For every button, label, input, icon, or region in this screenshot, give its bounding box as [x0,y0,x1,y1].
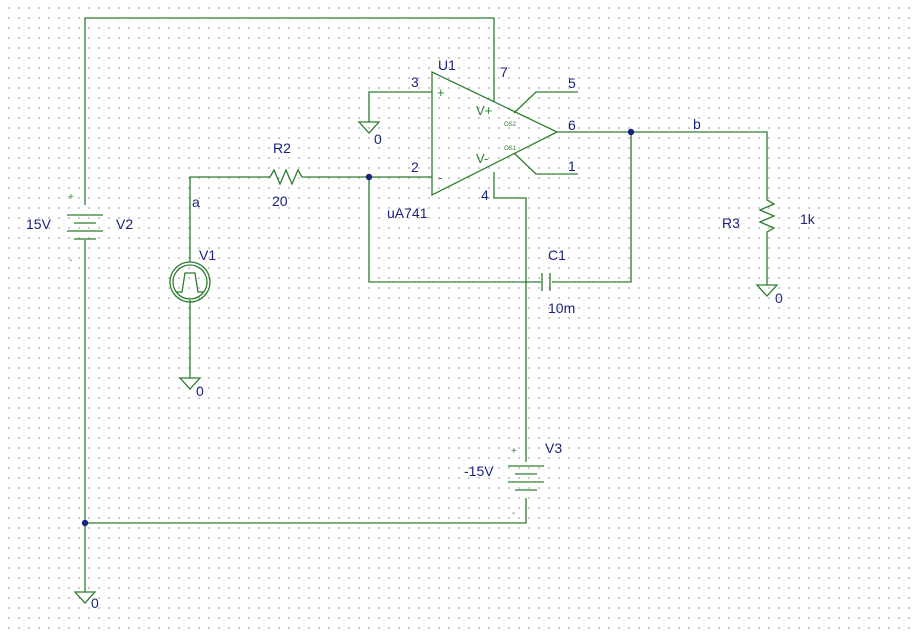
opamp-os2-label: OS2 [504,122,517,128]
opamp-vplus-label: V+ [476,103,492,118]
resistor-r3-body[interactable] [758,195,776,238]
resistor-r2-ref: R2 [273,140,291,156]
opamp-ref: U1 [438,57,456,73]
ground-icon[interactable] [73,591,97,604]
battery-v3-minus: - [512,508,515,519]
battery-v2[interactable]: + - 15V V2 [26,192,133,266]
ground-label: 0 [196,383,204,399]
resistor-r3-value: 1k [800,211,816,227]
ground-main[interactable]: 0 [73,591,99,611]
junction-output-node[interactable] [627,128,635,136]
pin-number-2: 2 [411,159,419,175]
pin-number-5: 5 [568,75,576,91]
ground-v1[interactable]: 0 [178,377,204,399]
junctions [81,128,635,527]
battery-v3-ref: V3 [545,440,562,456]
ground-icon[interactable] [178,377,202,390]
ground-opamp-plus[interactable]: 0 [357,121,382,147]
battery-v3-plus: + [511,446,517,457]
opamp-in-minus-sign: - [438,170,442,185]
ground-label: 0 [91,595,99,611]
opamp-model: uA741 [387,205,428,221]
pin-number-6: 6 [568,117,576,133]
wire-noninv-ground[interactable] [368,91,432,122]
pin-number-4: 4 [481,187,489,203]
resistor-r3-ref: R3 [722,215,740,231]
battery-v2-value: 15V [26,216,52,232]
net-label-a: a [192,194,200,210]
battery-v3-value: -15V [464,463,494,479]
battery-v2-plus: + [68,192,74,203]
wire-v2-top-rail[interactable] [84,17,495,205]
ground-label: 0 [374,131,382,147]
wire-pin1[interactable] [513,152,578,175]
ground-label: 0 [775,290,783,306]
resistor-r2-value: 20 [272,193,288,209]
opamp-os1-label: OS1 [504,146,517,152]
junction-ground-node[interactable] [81,519,89,527]
opamp-u1[interactable]: + - V+ V- OS2 OS1 U1 uA741 [387,57,559,221]
pulse-source-v1[interactable]: V1 [169,247,216,303]
pin-number-7: 7 [500,64,508,80]
battery-v2-ref: V2 [116,216,133,232]
wires [84,17,768,592]
resistor-r3[interactable]: R3 1k [722,195,816,238]
pin-number-3: 3 [411,74,419,90]
wire-bottom-rail[interactable] [85,498,527,524]
wire-net-b[interactable] [557,131,768,195]
capacitor-c1[interactable]: C1 10m [541,247,575,316]
pin-numbers: 3 2 7 4 5 6 1 [411,64,576,203]
pulse-waveform-icon [176,272,204,293]
junction-inverting-node[interactable] [365,173,373,181]
pulse-source-v1-ref: V1 [199,247,216,263]
wire-net-a[interactable] [189,176,262,262]
capacitor-c1-ref: C1 [548,247,566,263]
resistor-r2[interactable]: R2 20 [262,140,308,209]
capacitor-c1-value: 10m [548,300,575,316]
pulse-source-v1-body[interactable] [169,261,211,303]
resistor-r2-body[interactable] [262,168,308,186]
wire-inv-to-c1[interactable] [368,177,541,283]
battery-v3[interactable]: + - -15V V3 [464,440,562,519]
wire-pin5[interactable] [513,91,578,114]
opamp-in-plus-sign: + [437,85,445,100]
pulse-source-v1-inner [172,264,208,300]
ground-r3[interactable]: 0 [755,284,783,306]
wire-c1-to-out[interactable] [552,132,632,283]
pin-number-1: 1 [568,158,576,174]
ground-icon[interactable] [357,121,381,134]
battery-v2-minus: - [69,255,72,266]
net-label-b: b [693,116,701,132]
ground-icon[interactable] [755,284,779,297]
wire-v3-to-pin4[interactable] [493,172,527,462]
opamp-vminus-label: V- [476,151,488,166]
